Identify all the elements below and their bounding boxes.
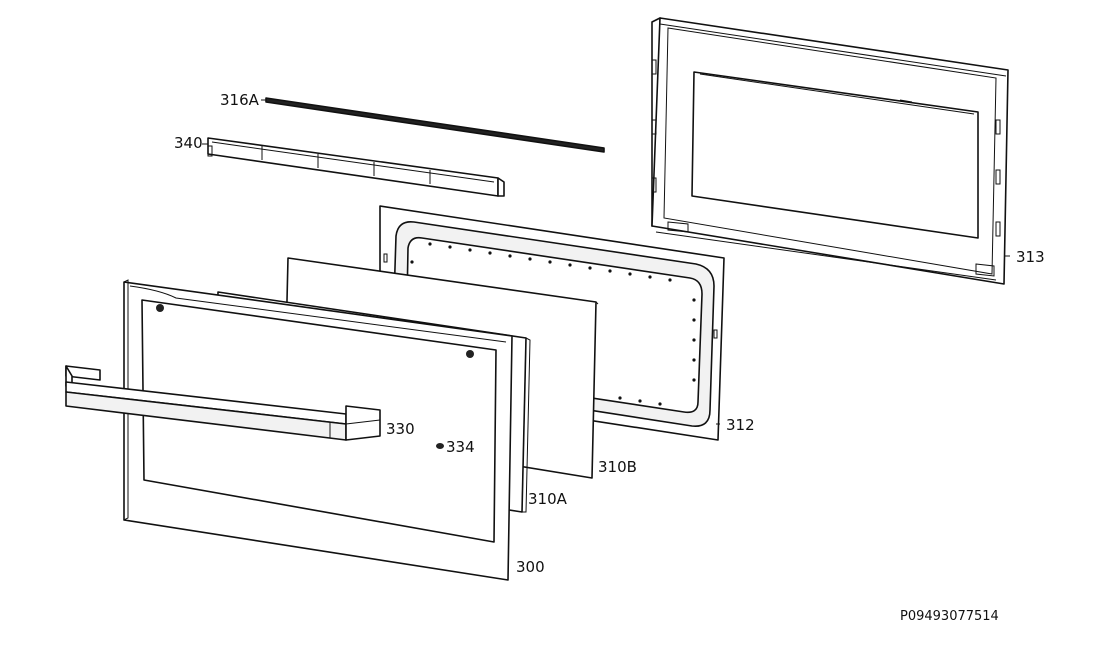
label-340: 340 <box>174 134 203 152</box>
part-labels: 316A 340 313 312 330 334 310B 310A 300 <box>174 91 1045 576</box>
label-316A: 316A <box>220 91 260 109</box>
part-316A-strip <box>265 97 605 153</box>
label-310B: 310B <box>598 458 637 476</box>
label-300: 300 <box>516 558 545 576</box>
label-310A: 310A <box>528 490 568 508</box>
part-334-screw <box>436 443 444 449</box>
reference-code: P09493077514 <box>900 609 999 624</box>
label-313: 313 <box>1016 248 1045 266</box>
part-340-vent-rail <box>207 137 505 197</box>
part-313-rear-frame <box>651 17 1009 285</box>
label-334: 334 <box>446 438 475 456</box>
label-330: 330 <box>386 420 415 438</box>
part-330-handle <box>65 365 381 441</box>
label-312: 312 <box>726 416 755 434</box>
